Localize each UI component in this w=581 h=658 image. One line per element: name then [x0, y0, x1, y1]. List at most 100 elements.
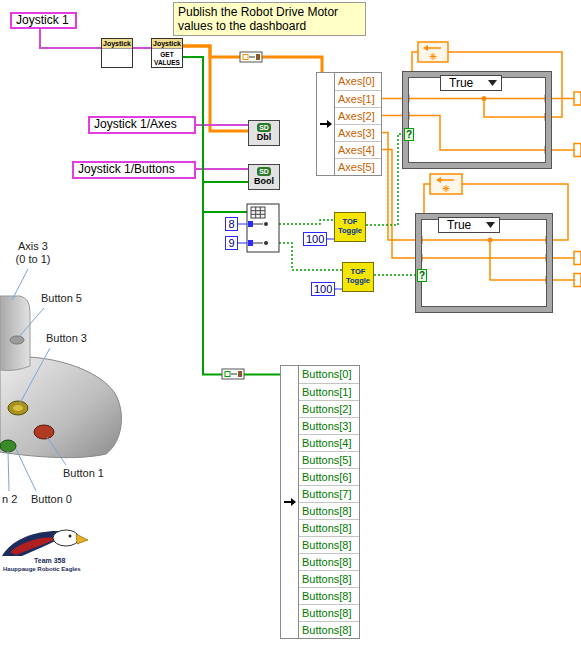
constant-value: 9: [228, 237, 235, 249]
case-selector: True: [440, 75, 502, 91]
dropdown-arrow: [488, 80, 497, 86]
case-structure: True: [416, 214, 552, 312]
wire: [279, 243, 342, 270]
control-terminal: Joystick 1/Buttons: [72, 161, 196, 179]
unbundle-arrow: [317, 73, 335, 175]
constant-value: 100: [306, 233, 324, 245]
array-to-cluster-icon: [222, 369, 244, 379]
cluster-element: Axes[5]: [335, 158, 381, 175]
cluster-element: Buttons[5]: [299, 451, 359, 468]
control-terminal: Joystick 1: [10, 12, 77, 29]
wire: [382, 133, 416, 241]
dashboard-write-icon: SDDbl: [248, 120, 280, 146]
index-array-function: [264, 241, 268, 245]
logo-text-holder: Team 358: [34, 557, 65, 565]
selector-terminal: ?: [405, 129, 413, 140]
connector-group: [40, 29, 416, 375]
wire: [238, 224, 247, 225]
index-array-function: [247, 204, 279, 252]
unbundle-node: Buttons[0]Buttons[1]Buttons[2]Buttons[3]…: [280, 365, 360, 639]
wire: [183, 57, 280, 375]
cluster-element: Axes[4]: [335, 141, 381, 158]
team-logo: [10, 538, 58, 555]
comment-text: Publish the Robot Drive Motor values to …: [178, 5, 361, 33]
joystick-illustration: [0, 357, 121, 458]
output-terminal: [574, 144, 581, 157]
joystick-illustration: [13, 405, 23, 411]
vi-icon: JoystickGET VALUES: [151, 38, 183, 68]
unbundle-arrow: [284, 501, 292, 503]
wire: [238, 243, 247, 244]
index-array-function: [251, 210, 265, 211]
wire: [409, 98, 545, 100]
cluster-element: Buttons[2]: [299, 400, 359, 417]
team-logo: [69, 535, 72, 538]
unbundle-arrow: [291, 498, 296, 506]
logo-text-holder: Hauppauge Robotic Eagles: [3, 566, 81, 573]
feedback-node: [436, 177, 441, 183]
cluster-element: Buttons[8]: [299, 553, 359, 570]
index-array-function: [260, 207, 261, 218]
feedback-node: [418, 42, 448, 62]
dropdown-arrow: [486, 222, 495, 228]
leader-line: [20, 348, 50, 403]
logo-text: Hauppauge Robotic Eagles: [3, 566, 81, 573]
icon-text: Dbl: [249, 132, 279, 143]
wire: [382, 115, 403, 117]
callout-label-holder: Axis 3 (0 to 1): [13, 240, 53, 266]
case-selector: True: [438, 217, 500, 233]
index-array-function: [248, 221, 253, 227]
numeric-constant: 100: [303, 232, 327, 246]
output-terminal: [574, 252, 581, 265]
numeric-constant: 9: [225, 236, 238, 250]
wire: [327, 239, 334, 240]
terminal-label: Joystick 1/Buttons: [78, 163, 190, 176]
callout-label: Button 1: [63, 467, 104, 480]
cluster-element: Axes[1]: [335, 90, 381, 107]
wire: [279, 220, 334, 224]
junction-dot: [488, 238, 493, 243]
wire: [203, 211, 247, 213]
array-to-cluster-icon: [243, 55, 248, 60]
terminal-label: Joystick 1: [16, 14, 71, 27]
control-terminal: Joystick 1/Axes: [88, 116, 196, 134]
leader-line: [8, 451, 9, 491]
icon-text: Bool: [249, 176, 279, 187]
output-terminal: [574, 274, 581, 287]
team-logo: [76, 534, 88, 544]
selector-terminal-holder: ?: [417, 269, 427, 282]
leader-line: [12, 269, 28, 300]
array-to-cluster-icon: [249, 57, 255, 58]
index-array-function: [247, 204, 279, 252]
index-array-function: [255, 207, 256, 218]
vi-icon: Joystick: [101, 38, 133, 68]
icon-text: SD: [257, 167, 271, 176]
team-logo: [2, 530, 88, 556]
feedback-node: [430, 53, 437, 60]
index-array-function: [253, 224, 263, 225]
joystick-illustration: [8, 401, 28, 415]
callout-label: Axis 3 (0 to 1): [13, 240, 53, 266]
terminal-label: Joystick 1/Axes: [94, 118, 190, 131]
array-to-cluster-icon: [240, 52, 262, 62]
wire: [409, 116, 545, 151]
cluster-element: Buttons[7]: [299, 485, 359, 502]
cluster-element: Buttons[0]: [299, 366, 359, 383]
cluster-element: Axes[0]: [335, 73, 381, 90]
case-selector-label: True: [439, 218, 499, 232]
callout-label: Button 0: [31, 493, 72, 506]
toggle-vi-icon: TOF Toggle: [334, 212, 366, 242]
numeric-constant: 100: [311, 282, 335, 296]
array-to-cluster-icon: [222, 52, 262, 379]
cluster-element: Buttons[8]: [299, 519, 359, 536]
callout-label: Button 5: [41, 292, 82, 305]
wire: [552, 279, 574, 281]
index-array-function: [251, 207, 265, 218]
wire: [412, 52, 418, 72]
cluster-element: Buttons[8]: [299, 587, 359, 604]
case-selector-label: True: [441, 76, 501, 90]
joystick-illustration: [0, 440, 16, 452]
selector-terminal-holder: ?: [404, 128, 414, 141]
